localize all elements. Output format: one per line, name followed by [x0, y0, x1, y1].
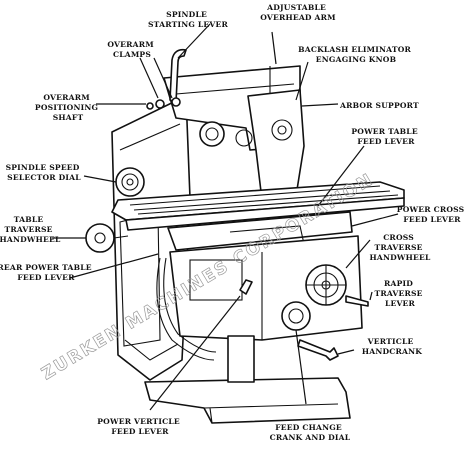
labels: SPINDLE STARTING LEVER ADJUSTABLE OVERHE… [0, 3, 467, 442]
label-spindle-speed-selector-dial: SPINDLE SPEED SELECTOR DIAL [6, 163, 83, 182]
label-rapid-traverse-lever: RAPID TRAVERSE LEVER [374, 279, 425, 308]
saddle [167, 211, 353, 251]
label-arbor-support: ARBOR SUPPORT [339, 101, 419, 110]
label-backlash-eliminator: BACKLASH ELIMINATOR ENGAGING KNOB [298, 45, 414, 64]
arbor-support [247, 89, 305, 201]
label-overarm-clamps: OVERARM CLAMPS [107, 40, 156, 59]
label-table-traverse-handwheel: TABLE TRAVERSE HANDWHEEL [0, 215, 61, 244]
spindle-speed-dial [115, 167, 145, 197]
spindle-disk [199, 121, 225, 147]
vertical-handcrank [297, 339, 339, 361]
milling-machine-drawing [85, 48, 405, 424]
power-cable [156, 257, 217, 361]
label-rear-power-table-feed-lever: REAR POWER TABLE FEED LEVER [0, 263, 95, 282]
machine-base [144, 377, 351, 424]
label-adjustable-overhead-arm: ADJUSTABLE OVERHEAD ARM [260, 3, 336, 22]
elevating-screw [227, 335, 255, 383]
label-spindle-starting-lever: SPINDLE STARTING LEVER [148, 10, 228, 29]
table-traverse-handwheel [85, 223, 115, 253]
knee [169, 235, 363, 341]
label-feed-change-crank-and-dial: FEED CHANGE CRANK AND DIAL [270, 423, 351, 442]
label-overarm-positioning-shaft: OVERARM POSITIONING SHAFT [35, 93, 101, 122]
label-verticle-handcrank: VERTICLE HANDCRANK [362, 337, 422, 356]
leader-lines [52, 23, 399, 411]
label-cross-traverse-handwheel: CROSS TRAVERSE HANDWHEEL [369, 233, 430, 262]
label-power-cross-feed-lever: POWER CROSS FEED LEVER [397, 205, 467, 224]
starting-lever [169, 48, 187, 103]
feed-change-dial [281, 301, 311, 331]
label-power-table-feed-lever: POWER TABLE FEED LEVER [351, 127, 420, 146]
label-power-verticle-feed-lever: POWER VERTICLE FEED LEVER [97, 417, 182, 436]
